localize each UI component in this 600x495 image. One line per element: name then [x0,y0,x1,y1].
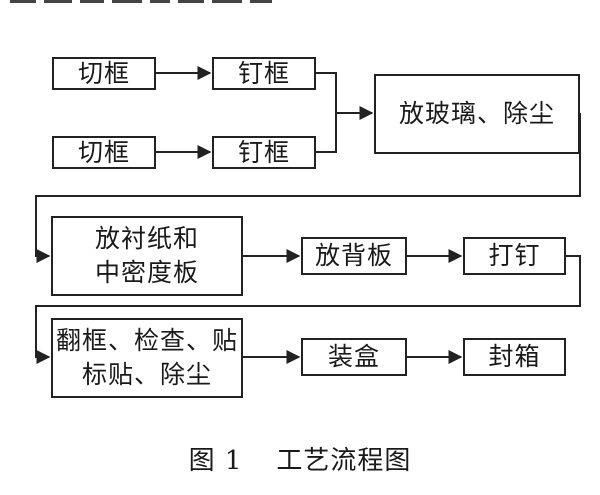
node-cut-frame-1: 切框 [52,57,156,90]
node-label: 封箱 [488,342,541,371]
node-nail-frame-1: 钉框 [212,57,316,90]
node-nail-frame-2: 钉框 [212,136,316,169]
edge-nail-to-flip [35,255,581,364]
edge-nails-to-glass [316,72,337,153]
figure-number: 图 1 [188,446,243,476]
node-place-glass: 放玻璃、除尘 [374,74,580,154]
node-nail: 打钉 [463,237,566,275]
node-label: 打钉 [488,241,541,270]
node-label: 切框 [77,137,130,167]
node-label-line-2: 标贴、除尘 [81,360,212,389]
node-label: 钉框 [237,137,290,167]
node-label: 放背板 [314,241,393,270]
figure-caption: 图 1 工艺流程图 [0,440,600,477]
edge-glass-to-paper [35,113,581,263]
figure-title: 工艺流程图 [276,446,412,476]
node-label-line-1: 翻框、检查、贴 [55,326,238,355]
node-place-backboard: 放背板 [301,237,407,275]
node-seal: 封箱 [463,338,566,376]
node-cut-frame-2: 切框 [52,136,156,169]
node-flip-check: 翻框、检查、贴 标贴、除尘 [51,318,243,398]
node-label: 放玻璃、除尘 [398,99,555,128]
node-label: 装盒 [327,342,380,371]
node-place-paper: 放衬纸和 中密度板 [51,216,243,296]
node-label-line-2: 中密度板 [94,258,199,287]
node-box: 装盒 [301,338,407,376]
node-label: 钉框 [237,58,290,88]
node-label-line-1: 放衬纸和 [94,224,199,253]
cropped-text-strip [0,0,600,8]
cropped-text-fragment [10,0,272,3]
node-label: 切框 [77,58,130,88]
